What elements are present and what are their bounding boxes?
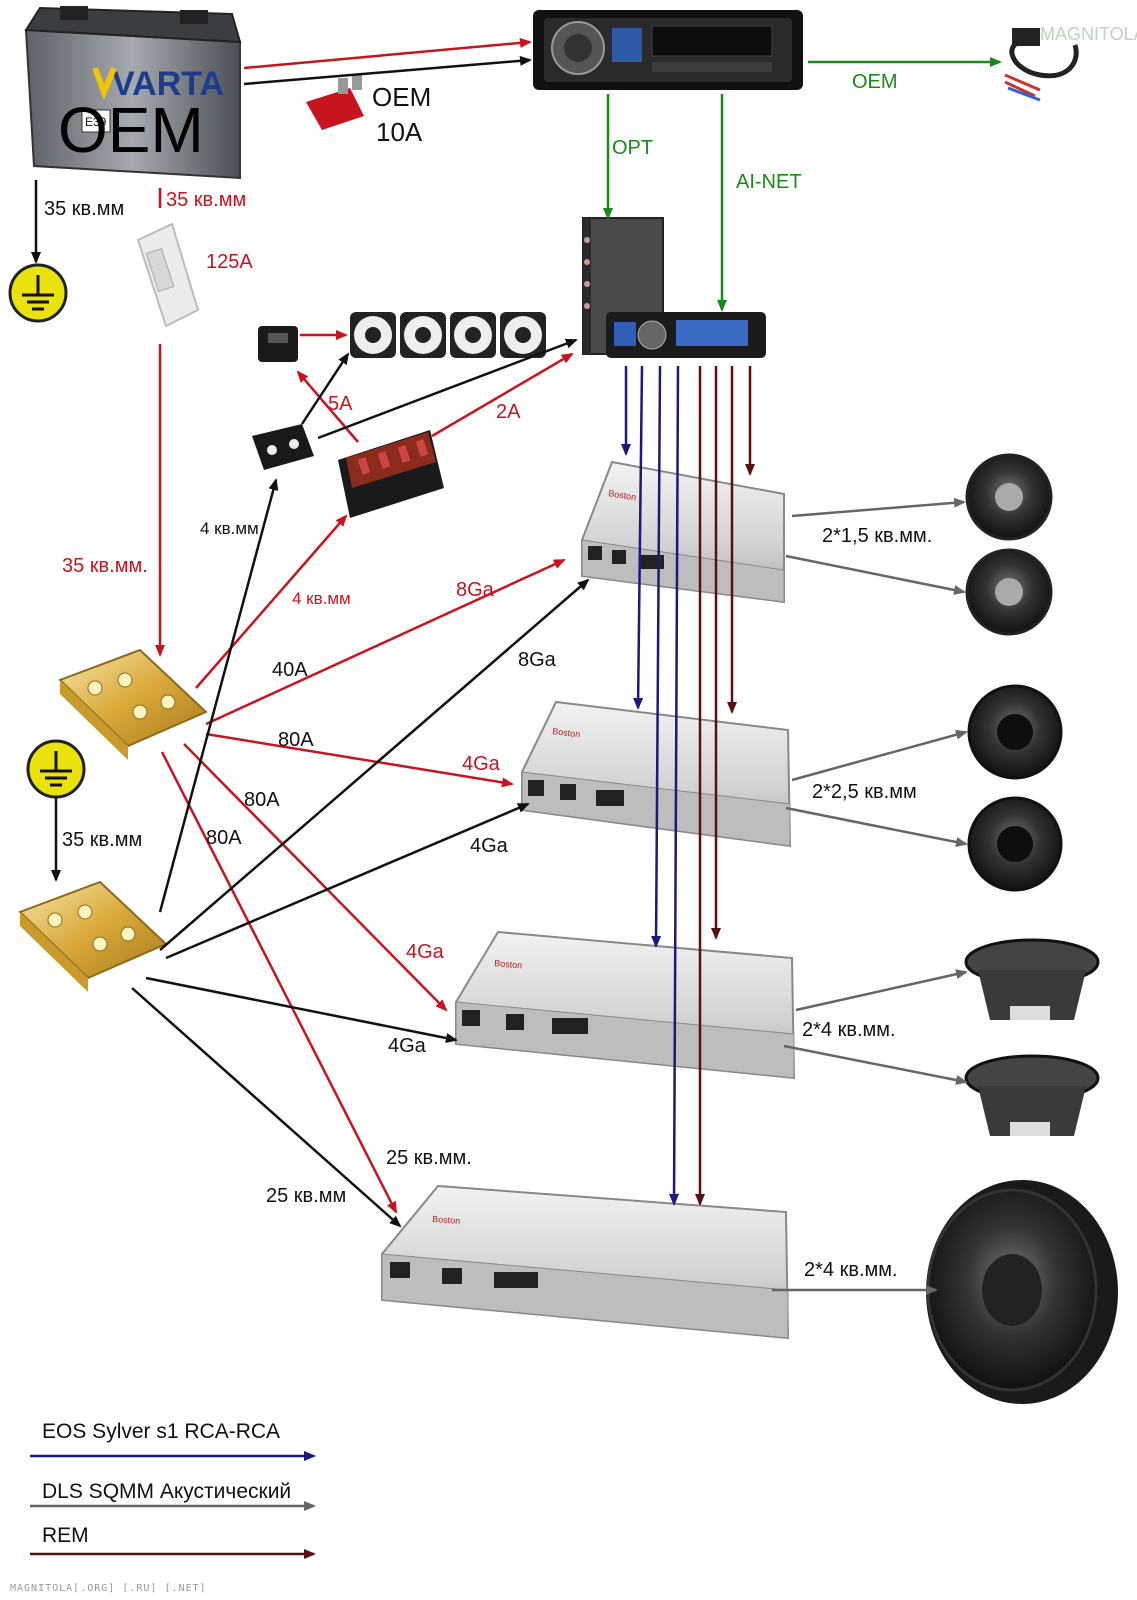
- watermark: MAGNITOLA: [1040, 24, 1137, 44]
- main-fuse-125a: [136, 222, 200, 328]
- label-gnd-4ga-2: 4Ga: [388, 1035, 427, 1057]
- amplifier-1-brand: Boston: [608, 488, 637, 502]
- label-gnd-4: 4 кв.мм: [200, 519, 259, 538]
- ground-distribution-block: [18, 880, 168, 992]
- midrange-2: [967, 796, 1063, 892]
- midrange-1: [967, 684, 1063, 780]
- ground-terminal-block: [252, 424, 314, 470]
- label-pwr-35-mid: 35 кв.мм.: [62, 555, 148, 577]
- ground-symbol-top: [8, 263, 68, 323]
- battery-oem-overlay: OEM: [58, 94, 204, 166]
- label-80a-3: 80A: [206, 827, 242, 849]
- head-unit: [533, 10, 803, 90]
- tweeter-2: [965, 548, 1053, 636]
- amplifier-3-brand: Boston: [494, 958, 523, 970]
- rem-wires: [695, 366, 755, 1206]
- small-fuse-box: [338, 430, 444, 518]
- tweeter-1: [965, 453, 1053, 541]
- label-spk-2: 2*2,5 кв.мм: [812, 781, 917, 803]
- label-fan-5a: 5A: [328, 393, 353, 415]
- label-40a: 40A: [272, 659, 308, 681]
- rca-wires: [621, 365, 680, 1206]
- relay: [258, 326, 298, 362]
- amplifier-2-brand: Boston: [552, 726, 581, 739]
- label-oem-headunit: OEM: [852, 71, 898, 93]
- midbass-1: [964, 938, 1100, 1020]
- label-pwr-4ga-1: 4Ga: [462, 753, 501, 775]
- ground-symbol-mid: [26, 739, 86, 799]
- label-spk-1: 2*1,5 кв.мм.: [822, 525, 932, 547]
- label-gnd-4ga-1: 4Ga: [470, 835, 509, 857]
- label-oem-fuse-amp: 10A: [376, 117, 423, 147]
- battery-code: E39: [85, 115, 107, 129]
- oem-harness: MAGNITOLA: [1004, 24, 1137, 102]
- label-spk-4: 2*4 кв.мм.: [804, 1259, 898, 1281]
- legend-acoustic-label: DLS SQMM Акустический: [42, 1480, 291, 1503]
- ground-wires: [31, 55, 590, 1228]
- controller-panel: [606, 312, 766, 358]
- label-ainet: AI-NET: [736, 171, 802, 193]
- label-pwr-8ga: 8Ga: [456, 579, 495, 601]
- wire-labels: OEM 10A OEM OPT AI-NET 35 кв.мм 35 кв.мм…: [44, 71, 932, 1281]
- power-wires: [155, 37, 574, 1214]
- label-fuse-125: 125A: [206, 251, 253, 273]
- legend: EOS Sylver s1 RCA-RCA DLS SQMM Акустичес…: [30, 1420, 316, 1559]
- signal-wires: [603, 57, 1002, 312]
- label-spk-3: 2*4 кв.мм.: [802, 1019, 896, 1041]
- legend-rem-label: REM: [42, 1524, 89, 1547]
- battery-brand: VARTA: [112, 65, 224, 103]
- amplifier-1: Boston: [581, 460, 785, 604]
- label-80a-2: 80A: [244, 789, 280, 811]
- label-gnd-25: 25 кв.мм: [266, 1185, 346, 1207]
- label-pwr-4ga-2: 4Ga: [406, 941, 445, 963]
- oem-fuse: [306, 74, 364, 130]
- midbass-2: [964, 1054, 1100, 1136]
- amplifier-4-brand: Boston: [432, 1214, 461, 1226]
- power-distribution-block: [58, 648, 208, 760]
- subwoofer: [926, 1180, 1118, 1404]
- footer-watermark: MAGNITOLA[.ORG] [.RU] [.NET]: [10, 1583, 207, 1594]
- label-pwr-35-top: 35 кв.мм: [166, 189, 246, 211]
- label-pwr-4: 4 кв.мм: [292, 589, 351, 608]
- speaker-wires: [772, 497, 968, 1295]
- label-gnd-35-mid: 35 кв.мм: [62, 829, 142, 851]
- battery: VARTA E39 OEM: [24, 6, 242, 180]
- amplifier-4: Boston: [381, 1184, 790, 1340]
- label-gnd-35-top: 35 кв.мм: [44, 198, 124, 220]
- label-gnd-8ga: 8Ga: [518, 649, 557, 671]
- amplifier-3: Boston: [455, 930, 796, 1080]
- legend-rca-label: EOS Sylver s1 RCA-RCA: [42, 1420, 280, 1443]
- label-opt: OPT: [612, 137, 653, 159]
- label-80a-1: 80A: [278, 729, 314, 751]
- label-proc-2a: 2A: [496, 401, 521, 423]
- label-oem-fuse: OEM: [372, 82, 431, 112]
- cooling-fans: [350, 312, 546, 358]
- label-pwr-25: 25 кв.мм.: [386, 1147, 472, 1169]
